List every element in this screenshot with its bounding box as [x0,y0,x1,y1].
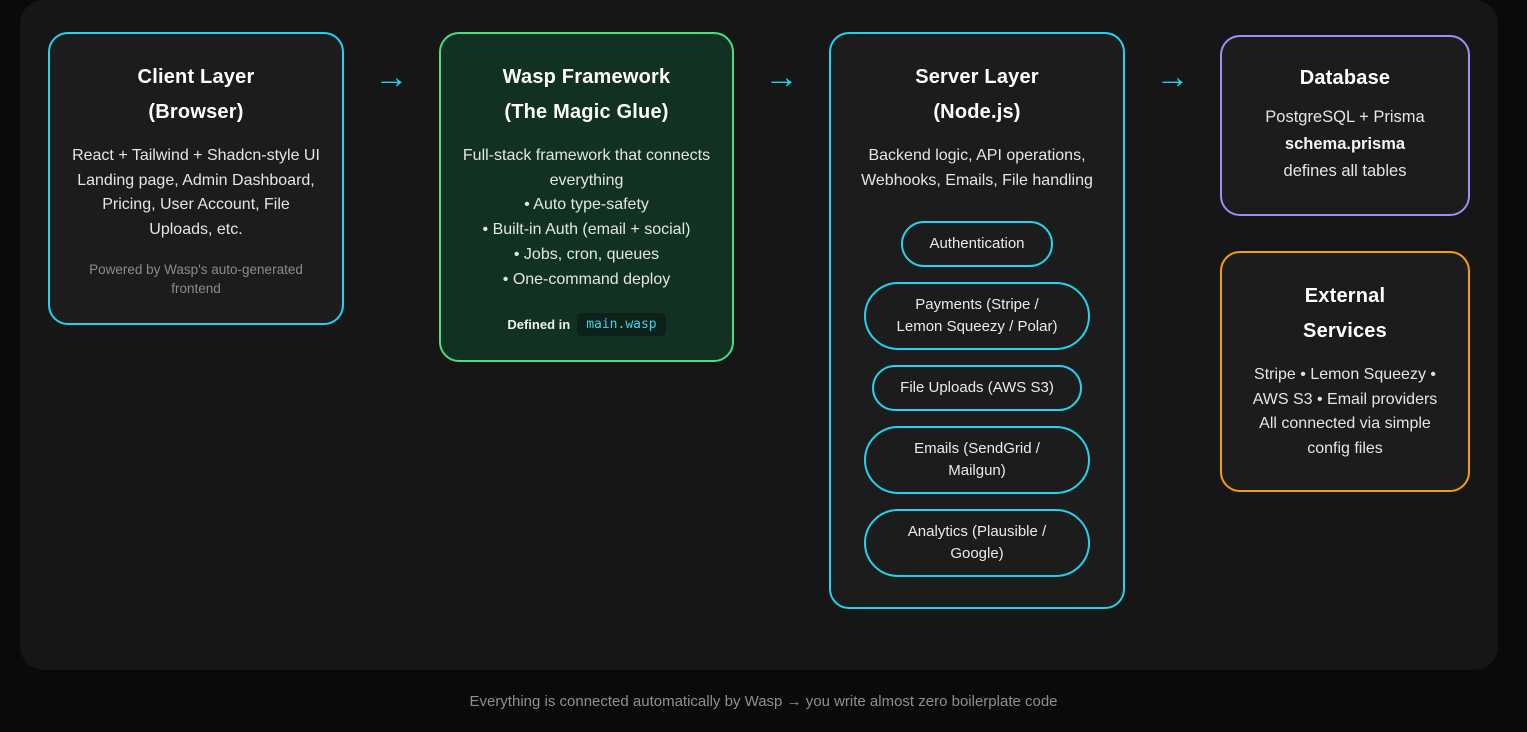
footer-caption: Everything is connected automatically by… [469,693,1058,710]
client-body-line2: Landing page, Admin Dashboard, Pricing, … [77,171,315,239]
external-services-card: External Services Stripe • Lemon Squeezy… [1220,251,1470,492]
wasp-title-line2: (The Magic Glue) [504,101,669,123]
external-title-line1: External [1304,285,1386,307]
pill-analytics: Analytics (Plausible / Google) [864,509,1090,578]
server-title-line2: (Node.js) [933,101,1021,123]
database-line3: defines all tables [1283,162,1407,180]
client-card-muted: Powered by Wasp's auto-generated fronten… [89,261,303,297]
database-card-body: PostgreSQL + Prisma schema.prisma define… [1242,104,1448,185]
wasp-bullet-item: • Built-in Auth (email + social) [482,221,691,239]
client-title-line2: (Browser) [148,101,244,123]
client-body-line1: React + Tailwind + Shadcn-style UI [72,147,320,164]
wasp-bullet-item: • Jobs, cron, queues [513,245,660,263]
pill-file-uploads: File Uploads (AWS S3) [872,365,1082,412]
flow-arrow-icon: → [764,58,799,96]
pill-emails: Emails (SendGrid / Mailgun) [864,426,1090,495]
wasp-bullet-item: • One-command deploy [502,270,671,288]
client-card-body: React + Tailwind + Shadcn-style UI Landi… [70,144,322,243]
external-body-line1: Stripe • Lemon Squeezy • AWS S3 • Email … [1252,366,1438,408]
wasp-framework-card: Wasp Framework (The Magic Glue) Full-sta… [439,32,734,363]
wasp-title-line1: Wasp Framework [502,66,671,88]
external-card-body: Stripe • Lemon Squeezy • AWS S3 • Email … [1242,363,1448,462]
wasp-card-title: Wasp Framework (The Magic Glue) [459,60,714,130]
client-title-line1: Client Layer [137,66,255,88]
server-feature-pills: Authentication Payments (Stripe / Lemon … [849,221,1105,578]
client-layer-card: Client Layer (Browser) React + Tailwind … [48,32,344,325]
database-card: Database PostgreSQL + Prisma schema.pris… [1220,35,1470,216]
server-layer-card: Server Layer (Node.js) Backend logic, AP… [829,32,1125,610]
external-title-line2: Services [1303,320,1387,342]
external-card-title: External Services [1242,279,1448,349]
defined-in-label: Defined in [507,317,571,333]
external-body-line2: All connected via simple config files [1259,415,1431,458]
pill-payments: Payments (Stripe / Lemon Squeezy / Polar… [864,282,1090,351]
diagram-panel: Client Layer (Browser) React + Tailwind … [20,0,1498,670]
right-column: Database PostgreSQL + Prisma schema.pris… [1220,35,1470,492]
pill-authentication: Authentication [901,221,1053,268]
flow-arrow-icon: → [1155,58,1190,96]
client-card-title: Client Layer (Browser) [70,60,322,130]
server-title-line1: Server Layer [915,66,1039,88]
flow-arrow-icon: → [374,58,409,96]
diagram-row: Client Layer (Browser) React + Tailwind … [20,0,1498,610]
server-card-title: Server Layer (Node.js) [849,60,1105,130]
database-schema-file: schema.prisma [1284,135,1406,153]
database-line1: PostgreSQL + Prisma [1265,108,1425,126]
wasp-card-body: Full-stack framework that connects every… [459,144,714,292]
database-card-title: Database [1299,67,1391,89]
wasp-intro: Full-stack framework that connects every… [462,147,711,189]
wasp-defined-row: Defined in main.wasp [459,313,714,337]
wasp-bullet-item: • Auto type-safety [524,196,649,214]
main-wasp-code-chip: main.wasp [577,313,666,337]
server-card-body: Backend logic, API operations, Webhooks,… [861,147,1093,189]
